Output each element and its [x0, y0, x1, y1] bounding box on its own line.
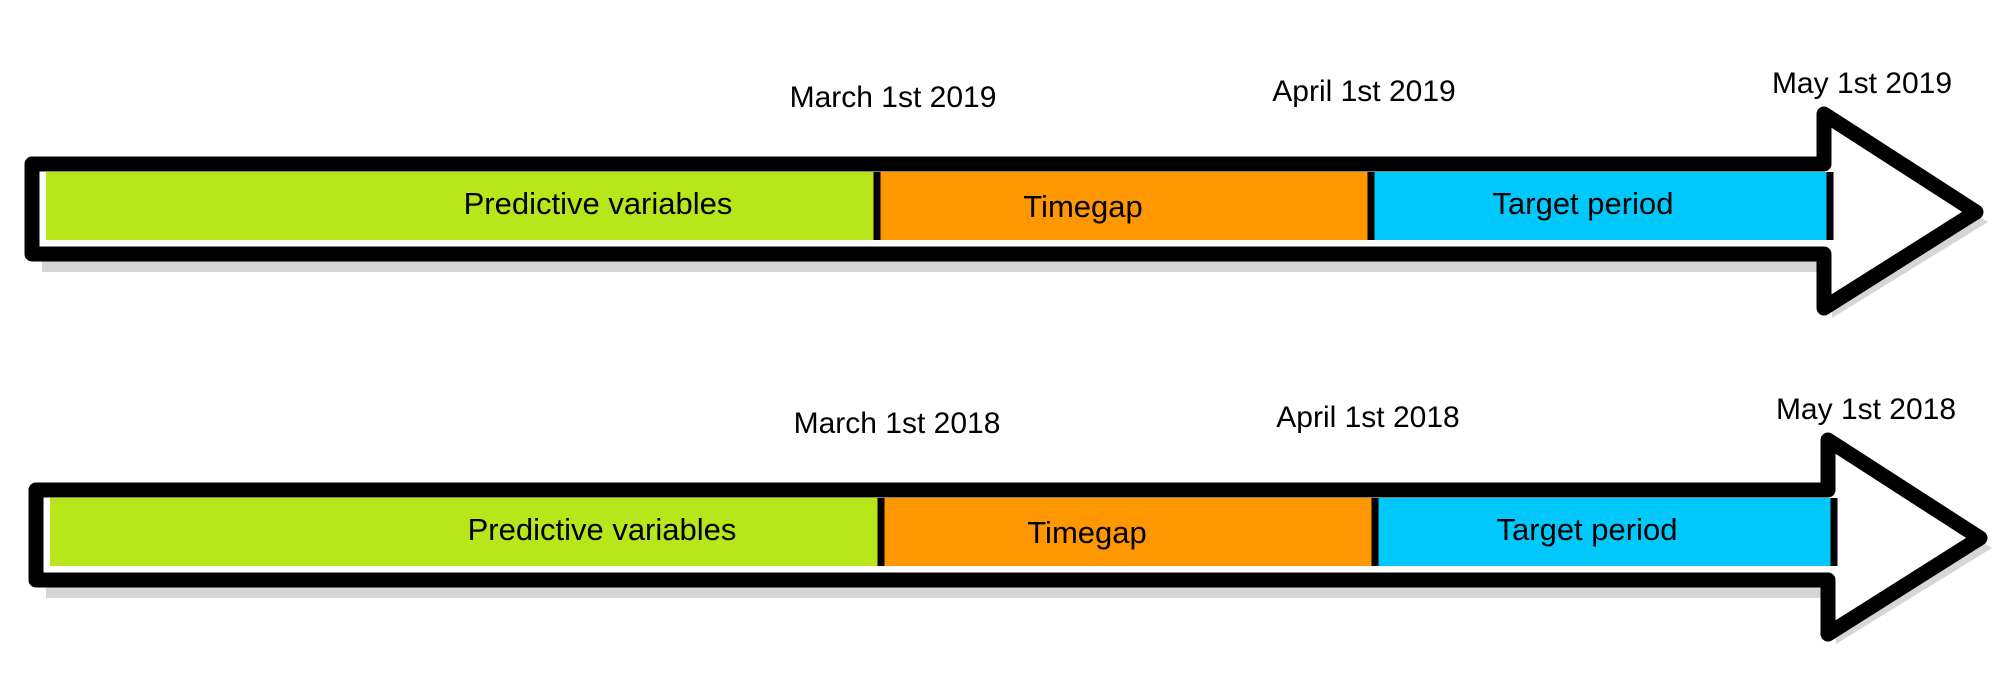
timeline-2018: Predictive variables Timegap Target peri… [28, 393, 1992, 644]
may-date-label: May 1st 2018 [1776, 393, 1956, 426]
april-date-label: April 1st 2018 [1276, 401, 1459, 434]
march-date-label: March 1st 2019 [790, 81, 997, 114]
target-label: Target period [1493, 186, 1674, 221]
may-date-label: May 1st 2019 [1772, 67, 1952, 100]
target-segment [1378, 498, 1832, 566]
target-segment [1374, 172, 1828, 240]
timegap-label: Timegap [1027, 515, 1146, 550]
target-label: Target period [1497, 512, 1678, 547]
timegap-segment [884, 498, 1372, 566]
predictive-label: Predictive variables [464, 186, 733, 221]
predictive-segment [46, 172, 874, 240]
march-date-label: March 1st 2018 [794, 407, 1001, 440]
timegap-label: Timegap [1023, 189, 1142, 224]
timeline-2019: Predictive variables Timegap Target peri… [24, 67, 1988, 318]
timegap-segment [880, 172, 1368, 240]
april-date-label: April 1st 2019 [1272, 75, 1455, 108]
predictive-label: Predictive variables [468, 512, 737, 547]
predictive-segment [50, 498, 878, 566]
